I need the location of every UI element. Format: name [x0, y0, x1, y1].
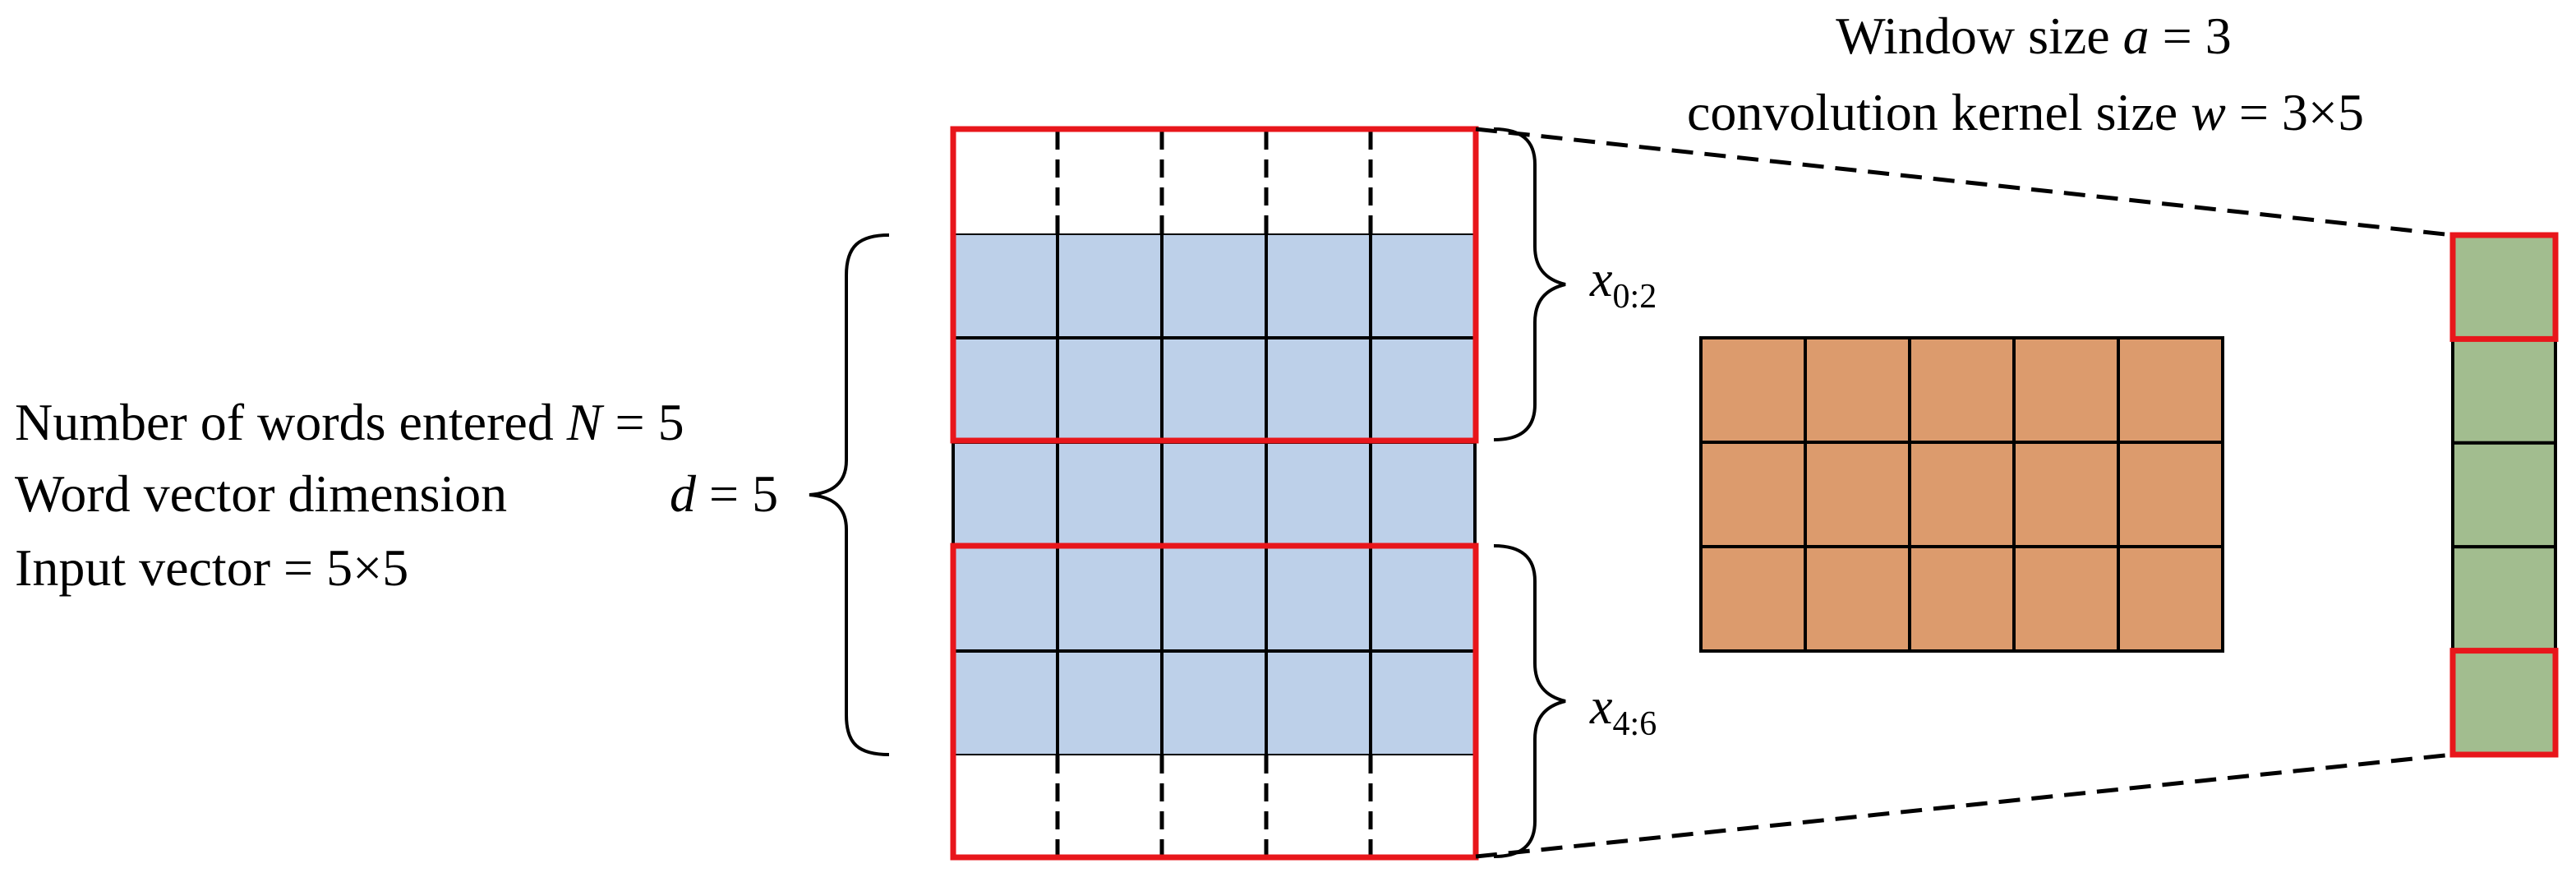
kernel-cell — [2012, 441, 2120, 548]
input-cell — [1265, 649, 1372, 757]
kernel-cell — [1699, 441, 1807, 548]
window-box-bottom — [950, 543, 1479, 861]
input-cell — [1056, 649, 1164, 757]
input-cell — [1056, 441, 1164, 548]
output-cell — [2451, 441, 2557, 549]
kernel-cell — [1699, 336, 1807, 444]
input-cell — [952, 336, 1059, 444]
kernel-cell — [2012, 545, 2120, 653]
input-cell — [952, 545, 1059, 653]
kernel-cell — [1804, 441, 1911, 548]
input-cell — [1265, 336, 1372, 444]
output-cell — [2451, 233, 2557, 341]
kernel-cell — [2117, 441, 2224, 548]
input-cell — [1369, 336, 1477, 444]
input-matrix — [952, 129, 1477, 857]
window-brace-bottom — [1493, 544, 1566, 858]
input-cell — [1160, 232, 1268, 339]
input-cell — [1160, 441, 1268, 548]
word-count-label: Number of words entered N = 5 — [15, 393, 684, 451]
kernel-size-label: convolution kernel size w = 3×5 — [1687, 83, 2364, 141]
kernel-cell — [1699, 545, 1807, 653]
projection-line-bottom — [1475, 752, 2454, 859]
output-feature-map — [2449, 232, 2559, 758]
input-cell — [1369, 232, 1477, 339]
input-cell — [1265, 232, 1372, 339]
projection-line-top — [1475, 127, 2454, 238]
input-cell — [1265, 545, 1372, 653]
input-cell — [1369, 441, 1477, 548]
padding-row-top — [953, 129, 1475, 233]
kernel-cell — [2012, 336, 2120, 444]
input-cell — [1265, 441, 1372, 548]
kernel-cell — [1908, 545, 2016, 653]
input-cell — [1160, 545, 1268, 653]
kernel-cell — [1908, 336, 2016, 444]
input-cell — [952, 649, 1059, 757]
window-box-top — [950, 126, 1479, 444]
kernel-cell — [2117, 336, 2224, 444]
convolution-kernel — [1699, 336, 2224, 653]
output-highlight-top — [2449, 232, 2559, 342]
input-cell — [952, 232, 1059, 339]
input-cell — [1369, 649, 1477, 757]
output-cell — [2451, 649, 2557, 756]
window-brace-top — [1493, 127, 1566, 441]
kernel-cell — [1908, 441, 2016, 548]
kernel-cell — [2117, 545, 2224, 653]
kernel-cell — [1804, 545, 1911, 653]
output-highlight-bottom — [2449, 648, 2559, 758]
input-cell — [952, 441, 1059, 548]
padding-row-bottom — [953, 755, 1475, 857]
window-label-bottom: x4:6 — [1589, 679, 1657, 743]
padding-dashes — [1055, 132, 1373, 855]
window-size-label: Window size a = 3 — [1836, 7, 2231, 65]
input-cell — [1056, 545, 1164, 653]
kernel-cell — [1804, 336, 1911, 444]
input-cell — [1056, 232, 1164, 339]
input-vector-label: Input vector = 5×5 — [15, 538, 408, 597]
output-cell — [2451, 337, 2557, 445]
output-cell — [2451, 545, 2557, 653]
input-cell — [1160, 336, 1268, 444]
input-cell — [1056, 336, 1164, 444]
input-brace — [809, 233, 890, 756]
window-label-top: x0:2 — [1589, 252, 1657, 316]
input-cell — [1369, 545, 1477, 653]
input-cell — [1160, 649, 1268, 757]
